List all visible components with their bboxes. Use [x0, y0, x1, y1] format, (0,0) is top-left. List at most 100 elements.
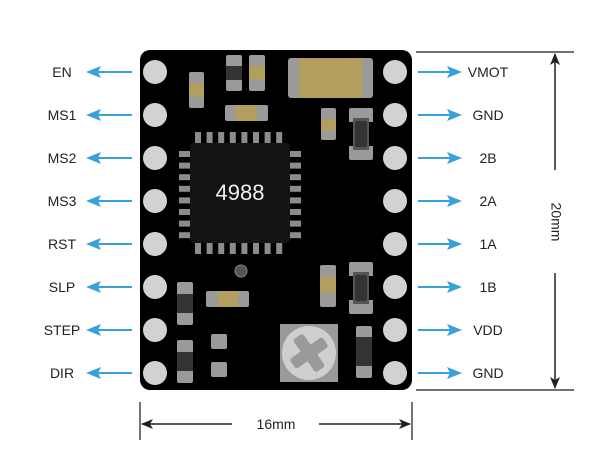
potentiometer[interactable]: [280, 324, 338, 382]
pin-label-left: RST: [48, 236, 76, 252]
chip-pin-left: [179, 151, 190, 157]
chip-pin-bottom: [195, 243, 201, 254]
arrow-left-icon: [86, 238, 132, 250]
pin-pad-right: [383, 60, 407, 84]
pin-label-right: VDD: [473, 322, 503, 338]
smd-diode-top: [226, 55, 242, 91]
smd-resistor-right-top: [321, 108, 336, 140]
arrow-right-icon: [418, 152, 462, 164]
arrow-right-icon: [418, 281, 462, 293]
chip-pin-left: [179, 209, 190, 215]
chip-pin-top: [206, 132, 213, 143]
smd-diode-right-mid: [349, 262, 373, 314]
arrow-right-icon: [418, 367, 462, 379]
pin-label-right: 1A: [479, 236, 497, 252]
pin-pad-left: [143, 232, 167, 256]
smd-resistor-right-mid: [320, 265, 336, 307]
pin-pad-right: [383, 318, 407, 342]
chip-pin-right: [290, 151, 301, 157]
pin-pad-left: [143, 103, 167, 127]
smd-resistor-horizontal-top: [225, 105, 268, 121]
chip-pin-right: [290, 197, 301, 204]
pin-label-left: MS1: [48, 107, 77, 123]
smd-diode-left-upper: [177, 282, 193, 325]
chip-pin-bottom: [229, 243, 236, 254]
chip-label: 4988: [216, 180, 265, 205]
chip-pin-right: [290, 220, 301, 227]
pin-pad-left: [143, 60, 167, 84]
chip-pin-top: [241, 132, 248, 143]
chip-pins: [179, 132, 301, 254]
left-pin-arrows: [86, 66, 132, 379]
arrow-left-icon: [86, 152, 132, 164]
width-dimension: 16mm: [139, 402, 413, 440]
chip-pin-left: [179, 232, 190, 239]
a4988-chip: [190, 143, 290, 243]
smd-resistor-horizontal-mid: [206, 291, 249, 307]
large-capacitor: [288, 58, 373, 98]
arrow-right-icon: [418, 324, 462, 336]
pin-label-left: EN: [52, 64, 71, 80]
chip-pin-bottom: [253, 243, 259, 254]
chip-pin-left: [179, 162, 190, 169]
arrow-left-icon: [86, 109, 132, 121]
chip-pin-top: [276, 132, 283, 143]
pin-label-right: 1B: [479, 279, 496, 295]
chip-pin-left: [179, 197, 190, 204]
arrow-right-icon: [418, 238, 462, 250]
pin-pad-right: [383, 103, 407, 127]
smd-diode-right-top: [349, 108, 373, 160]
smd-diode-right-lower: [356, 326, 372, 378]
pin-pad-left: [143, 318, 167, 342]
pin-pad-left: [143, 275, 167, 299]
arrow-left-icon: [86, 66, 132, 78]
height-dimension-label: 20mm: [548, 203, 564, 242]
chip-pin-top: [253, 132, 259, 143]
width-dimension-label: 16mm: [257, 416, 296, 432]
chip-pin-top: [195, 132, 201, 143]
right-pin-arrows: [418, 66, 462, 379]
smd-resistor-top: [249, 55, 265, 91]
chip-pin-bottom: [276, 243, 283, 254]
arrow-right-icon: [418, 109, 462, 121]
chip-pin-right: [290, 162, 301, 169]
chip-pin-bottom: [218, 243, 225, 254]
pin-label-right: 2B: [479, 150, 496, 166]
pin-label-right: GND: [472, 107, 503, 123]
arrow-left-icon: [86, 281, 132, 293]
chip-pin-bottom: [206, 243, 213, 254]
chip-pin-left: [179, 174, 190, 181]
smd-resistor-top-left: [189, 72, 204, 108]
pin-label-left: MS3: [48, 193, 77, 209]
arrow-left-icon: [86, 324, 132, 336]
chip-pin-top: [218, 132, 225, 143]
pin-pad-right: [383, 275, 407, 299]
chip-pin-top: [229, 132, 236, 143]
pin-pad-left: [143, 189, 167, 213]
pin-label-right: GND: [472, 365, 503, 381]
pin-pad-right: [383, 361, 407, 385]
arrow-left-icon: [86, 367, 132, 379]
pin-label-left: STEP: [44, 322, 81, 338]
smd-diode-left-lower: [177, 340, 193, 383]
smd-pad-lower: [211, 362, 227, 377]
pin-label-left: SLP: [49, 279, 75, 295]
pin-label-left: MS2: [48, 150, 77, 166]
right-pin-pads: [383, 60, 407, 385]
pin-pad-right: [383, 146, 407, 170]
pin-pad-left: [143, 361, 167, 385]
chip-pin-bottom: [241, 243, 248, 254]
left-pin-pads: [143, 60, 167, 385]
chip-pin-right: [290, 174, 301, 181]
potentiometer-cross-icon: [290, 334, 328, 372]
arrow-left-icon: [86, 195, 132, 207]
pin-pad-left: [143, 146, 167, 170]
chip-pin-left: [179, 185, 190, 192]
height-dimension: 20mm: [416, 51, 574, 391]
chip-pin-top: [264, 132, 271, 143]
chip-pin-right: [290, 209, 301, 215]
smd-pad-upper: [211, 334, 227, 349]
